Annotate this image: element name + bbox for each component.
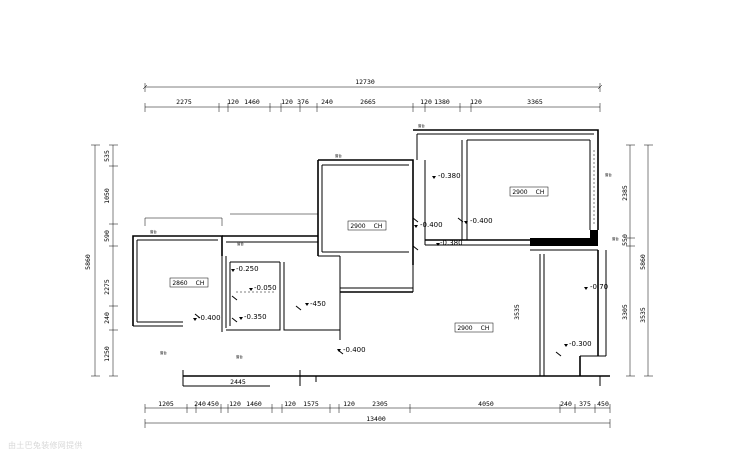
bottom-inner-dim: 2445 bbox=[230, 378, 246, 386]
level-label-10: -0.400 bbox=[343, 346, 366, 354]
annotation-note-2: 窗台 bbox=[418, 123, 425, 128]
left-dim-5: 240 bbox=[103, 312, 111, 324]
level-label-8: -0.400 bbox=[198, 314, 221, 322]
top-dim-4: 120 bbox=[281, 98, 293, 106]
bottom-dim-7: 1575 bbox=[303, 400, 319, 408]
left-dimension-lines bbox=[91, 144, 118, 377]
ceiling-label-box-2: 2900 CH bbox=[509, 186, 549, 197]
ceiling-unit-3: CH bbox=[196, 280, 205, 287]
watermark: 由土巴兔装修网提供 bbox=[8, 441, 83, 450]
ceiling-height-3: 2860 bbox=[172, 280, 187, 287]
top-dim-3: 1460 bbox=[244, 98, 260, 106]
structural-column bbox=[530, 238, 590, 246]
annotation-note-6: 窗台 bbox=[237, 241, 244, 246]
bottom-dim-5: 1460 bbox=[246, 400, 262, 408]
door-markers bbox=[194, 217, 562, 357]
top-dim-7: 2665 bbox=[360, 98, 376, 106]
right-dim-2: 2385 bbox=[621, 185, 629, 201]
bottom-dim-8: 120 bbox=[343, 400, 355, 408]
left-dim-1: 535 bbox=[103, 150, 111, 162]
bottom-dim-11: 240 bbox=[560, 400, 572, 408]
ceiling-height-2: 2900 bbox=[512, 189, 527, 196]
top-dim-8: 120 bbox=[420, 98, 432, 106]
top-total-dim: 12730 bbox=[355, 78, 375, 86]
annotation-note-3: 窗台 bbox=[605, 172, 612, 177]
ceiling-height-4: 2900 bbox=[457, 325, 472, 332]
bottom-dim-1: 1205 bbox=[158, 400, 174, 408]
left-dim-4: 2275 bbox=[103, 279, 111, 295]
left-dim-6: 1250 bbox=[103, 346, 111, 362]
bottom-dimension-lines bbox=[144, 404, 611, 428]
top-dim-1: 2275 bbox=[176, 98, 192, 106]
bottom-dim-2: 240 bbox=[194, 400, 206, 408]
annotation-note-5: 窗台 bbox=[150, 229, 157, 234]
annotation-note-8: 窗台 bbox=[236, 354, 243, 359]
top-dim-5: 376 bbox=[297, 98, 309, 106]
annotation-note-7: 窗台 bbox=[160, 350, 167, 355]
top-dim-10: 120 bbox=[470, 98, 482, 106]
right-dim-1: 3305 bbox=[621, 304, 629, 320]
bottom-dim-12: 375 bbox=[579, 400, 591, 408]
window-markings bbox=[174, 129, 599, 293]
level-label-1: -0.380 bbox=[438, 172, 461, 180]
bottom-dim-10: 4050 bbox=[478, 400, 494, 408]
ceiling-unit-2: CH bbox=[536, 189, 545, 196]
left-dim-3: 590 bbox=[103, 230, 111, 242]
level-label-5: -0.250 bbox=[236, 265, 259, 273]
top-dim-6: 240 bbox=[321, 98, 333, 106]
ceiling-height-1: 2900 bbox=[350, 223, 365, 230]
bottom-total-dim: 13400 bbox=[366, 415, 386, 423]
ceiling-unit-4: CH bbox=[481, 325, 490, 332]
ceiling-unit-1: CH bbox=[374, 223, 383, 230]
bottom-dim-6: 120 bbox=[284, 400, 296, 408]
level-marker-icons bbox=[193, 176, 588, 352]
bottom-dim-9: 2305 bbox=[372, 400, 388, 408]
right-dim-3: 550 bbox=[621, 234, 629, 246]
level-label-12: -0.300 bbox=[569, 340, 592, 348]
right-dim-4: 3535 bbox=[639, 307, 647, 323]
right-dimension-lines bbox=[626, 144, 653, 377]
structural-column-2 bbox=[590, 230, 598, 246]
left-total-dim: 5860 bbox=[84, 254, 92, 270]
left-dim-2: 1050 bbox=[103, 188, 111, 204]
top-dim-11: 3365 bbox=[527, 98, 543, 106]
top-dim-2: 120 bbox=[227, 98, 239, 106]
level-label-6: -0.050 bbox=[254, 284, 277, 292]
bottom-dim-13: 450 bbox=[597, 400, 609, 408]
bottom-dim-4: 120 bbox=[229, 400, 241, 408]
annotation-note-1: 窗台 bbox=[335, 153, 342, 158]
annotation-note-4: 窗台 bbox=[612, 236, 619, 241]
level-label-3: -0.380 bbox=[440, 239, 463, 247]
level-label-4: -0.400 bbox=[470, 217, 493, 225]
walls bbox=[132, 129, 610, 387]
ceiling-label-box-4: 2900 CH bbox=[454, 322, 494, 333]
right-total-dim: 5860 bbox=[639, 254, 647, 270]
bottom-dim-3: 450 bbox=[207, 400, 219, 408]
level-label-9: -450 bbox=[310, 300, 326, 308]
living-room-dim: 3535 bbox=[513, 304, 521, 320]
level-label-7: -0.350 bbox=[244, 313, 267, 321]
level-label-2: -0.400 bbox=[420, 221, 443, 229]
top-dimension-lines bbox=[142, 83, 603, 112]
ceiling-label-box-1: 2900 CH bbox=[347, 220, 387, 231]
top-dim-9: 1380 bbox=[434, 98, 450, 106]
level-label-11: -0.70 bbox=[590, 283, 608, 291]
ceiling-label-box-3: 2860 CH bbox=[169, 277, 209, 288]
